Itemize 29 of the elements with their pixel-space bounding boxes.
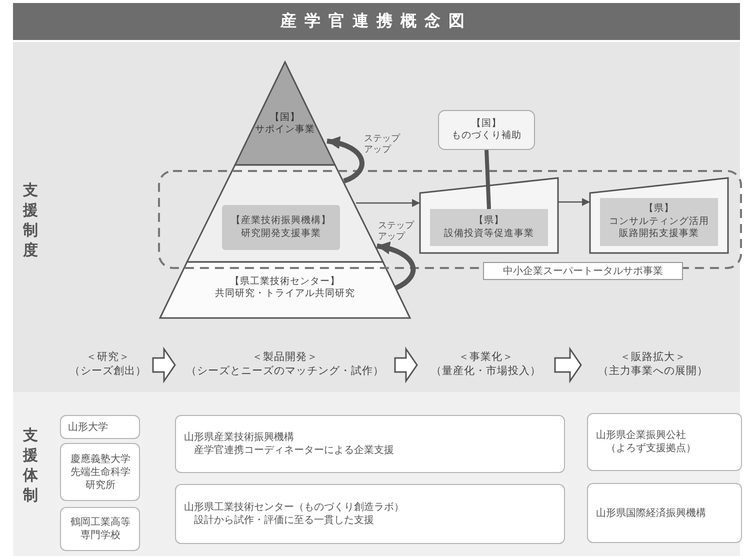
organization-box: 山形県産業技術振興機構 産学官連携コーディネーターによる企業支援 <box>175 415 565 473</box>
stage-text: ＜研究＞ （シーズ創出） <box>66 347 150 383</box>
side-label: 支援制度 <box>22 180 39 260</box>
organization-box: 鶴岡工業高等専門学校 <box>60 507 140 551</box>
stage-text: ＜製品開発＞ （シーズとニーズのマッチング・試作） <box>178 347 392 383</box>
arrow <box>356 198 420 207</box>
curved-arrow <box>326 136 364 184</box>
arrow <box>558 198 590 206</box>
organization-box: 山形県工業技術センター（ものづくり創造ラボ） 設計から試作・評価に至る一貫した支援 <box>175 484 565 544</box>
program-label: 中小企業スーパートータルサポ事業 <box>483 262 683 280</box>
program-box: 【産業技術振興機構】 研究開発支援事業 <box>222 205 340 250</box>
organization-box: 山形大学 <box>60 415 140 439</box>
trapezoid-box <box>590 178 728 253</box>
block-arrow <box>554 346 582 384</box>
pyramid-tier: 【国】 サポイン事業 <box>235 62 335 165</box>
stage-text: ＜事業化＞ （量産化・市場投入） <box>420 347 552 383</box>
block-arrow <box>394 346 418 384</box>
block-arrow <box>152 346 176 384</box>
stage-text: ＜販路拡大＞ （主力事業への展開） <box>584 347 722 383</box>
organization-box: 山形県企業振興公社 （よろず支援拠点） <box>587 413 742 471</box>
program-box: 【国】 ものづくり補助 <box>438 110 535 150</box>
program-box: 【県】 設備投資等促進事業 <box>430 209 548 246</box>
organization-box: 慶應義塾大学先端生命科学研究所 <box>60 443 140 501</box>
title-bar: 産学官連携概念図 <box>13 3 740 40</box>
program-box: 【県】 コンサルティング活用販路開拓支援事業 <box>600 198 718 246</box>
connector-line <box>484 150 491 210</box>
curved-arrow <box>376 242 416 290</box>
organization-box: 山形県国際経済振興機構 <box>587 483 742 543</box>
side-label: 支援体制 <box>22 425 39 505</box>
